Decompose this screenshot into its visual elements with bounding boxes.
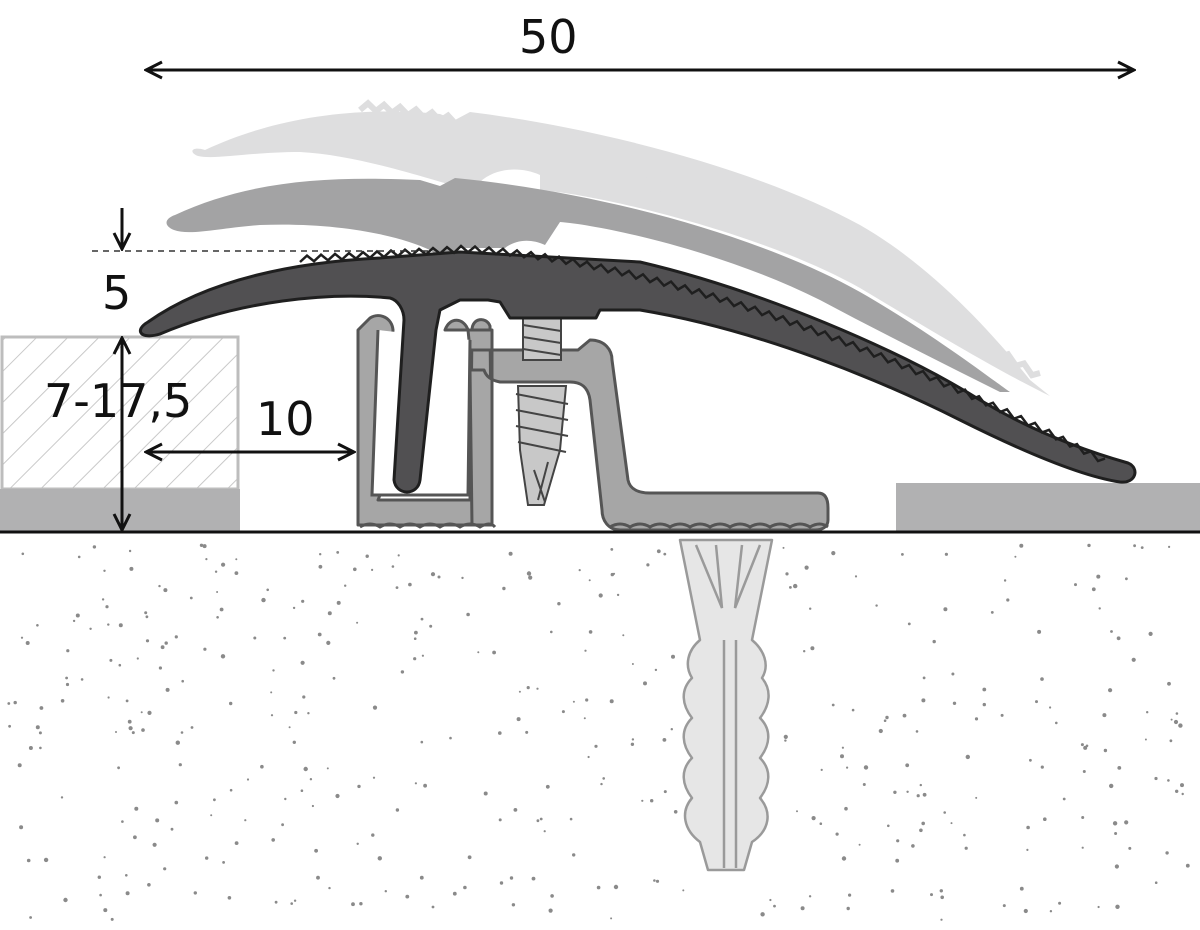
height-adjust-label: 5 bbox=[102, 266, 132, 320]
floor-height-range-label: 7-17,5 bbox=[44, 374, 193, 428]
gap-label: 10 bbox=[256, 392, 315, 446]
top-profile-teeth bbox=[299, 244, 1106, 463]
ghost-profile-high-teeth bbox=[358, 99, 1041, 379]
right-floor-covering bbox=[896, 483, 1200, 531]
substrate-dots bbox=[7, 543, 1190, 921]
substrate bbox=[0, 532, 1200, 930]
overall-width-label: 50 bbox=[519, 10, 578, 64]
wall-plug bbox=[678, 538, 774, 872]
left-floor-covering bbox=[0, 335, 240, 531]
ghost-profile-mid bbox=[166, 178, 1010, 392]
screw bbox=[515, 317, 569, 506]
top-profile bbox=[138, 244, 1137, 494]
